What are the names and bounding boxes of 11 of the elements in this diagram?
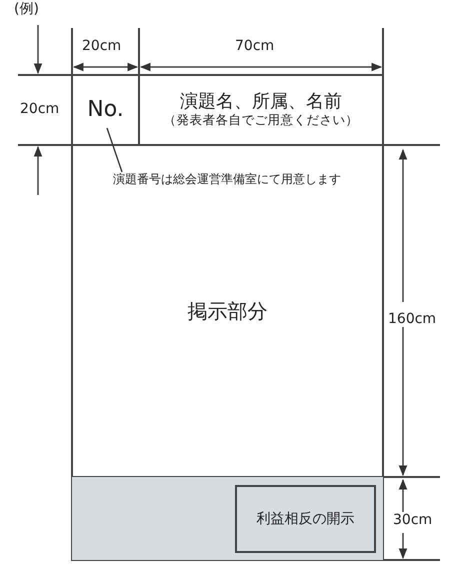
number-text: No. [87, 97, 124, 123]
instruction-text: （発表者各自でご用意ください） [164, 113, 358, 128]
example-label: (例) [14, 0, 39, 18]
disclosure-band [72, 477, 383, 560]
disclosure-box [235, 485, 376, 553]
disclosure-text: 利益相反の開示 [256, 510, 354, 528]
area-title: 掲示部分 [188, 300, 268, 322]
title-text: 演題名、所属、名前 [180, 92, 342, 114]
leader-line [106, 128, 123, 172]
dimension-label: 160cm [388, 311, 436, 327]
note-text: 演題番号は総会運営準備室にて用意します [113, 173, 341, 187]
